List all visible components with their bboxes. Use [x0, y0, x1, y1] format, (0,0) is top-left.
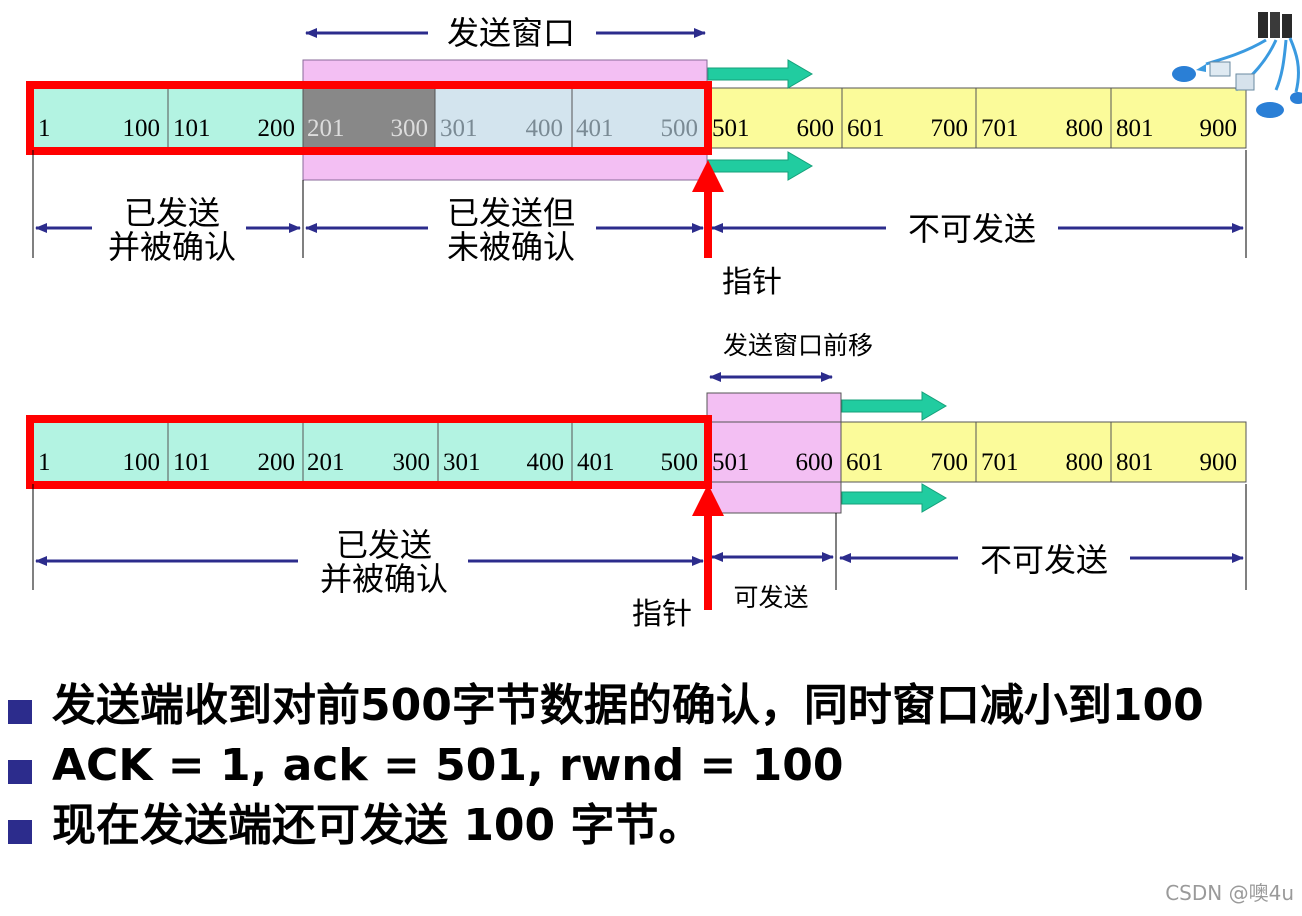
bullet-square-icon: [8, 760, 32, 784]
top-seg-start: 701: [981, 115, 1019, 142]
bottom-unsendable-label: 不可发送: [980, 541, 1108, 579]
top-seg-end: 800: [1066, 115, 1104, 142]
top-seg-end: 500: [661, 115, 699, 142]
bottom-red-highlight: [26, 415, 712, 489]
bullet-item: ACK = 1, ack = 501, rwnd = 100: [8, 740, 1298, 792]
bottom-seg-start: 301: [443, 449, 481, 476]
top-cell-701-800: [975, 87, 1112, 149]
bottom-seg-start: 501: [712, 449, 750, 476]
top-seg-end: 300: [391, 115, 429, 142]
top-green-arrow-upper: [707, 59, 813, 89]
bottom-seg-start: 701: [981, 449, 1019, 476]
bullet-text: 发送端收到对前500字节数据的确认，同时窗口减小到100: [52, 680, 1204, 731]
top-seg-start: 1: [38, 115, 51, 142]
bullet-item: 现在发送端还可发送 100 字节。: [8, 800, 1298, 852]
bottom-seg-end: 400: [527, 449, 565, 476]
bottom-seg-start: 1: [38, 449, 51, 476]
top-pointer-label: 指针: [722, 265, 782, 300]
top-cell-201-300: [302, 87, 436, 149]
top-window-label: 发送窗口: [447, 14, 575, 52]
bullet-text: ACK = 1, ack = 501, rwnd = 100: [52, 740, 844, 791]
top-cell-1-100: [32, 87, 169, 149]
bottom-pointer-label: 指针: [632, 597, 692, 632]
bottom-seg-start: 801: [1116, 449, 1154, 476]
top-seg-end: 200: [258, 115, 296, 142]
bottom-cell-101-200: [167, 421, 304, 483]
top-seg-start: 301: [440, 115, 478, 142]
top-seg-start: 601: [847, 115, 885, 142]
bullet-text: 现在发送端还可发送 100 字节。: [52, 800, 703, 851]
bottom-cell-801-900: [1110, 421, 1247, 483]
bottom-green-arrow-lower: [841, 483, 947, 513]
bottom-seg-end: 500: [661, 449, 699, 476]
top-cell-601-700: [841, 87, 977, 149]
top-unsendable-label: 不可发送: [908, 210, 1036, 248]
top-diagram: 1 100 101 200 201 300 301 400 401 500 50…: [26, 14, 1247, 300]
bottom-diagram: 1 100 101 200 201 300 301 400 401 500 50…: [26, 331, 1247, 632]
bottom-seg-start: 101: [173, 449, 211, 476]
top-red-highlight: [26, 81, 712, 155]
network-icon: [1172, 12, 1302, 118]
top-unacked-label-1: 已发送但: [447, 194, 575, 232]
top-acked-label-1: 已发送: [124, 194, 220, 232]
top-segment-labels: 1 100 101 200 201 300 301 400 401 500 50…: [38, 115, 1237, 142]
top-cell-501-600: [706, 87, 843, 149]
top-cell-801-900: [1110, 87, 1247, 149]
bullet-square-icon: [8, 700, 32, 724]
top-cell-301-400: [434, 87, 573, 149]
top-seg-start: 101: [173, 115, 211, 142]
top-seg-end: 900: [1200, 115, 1238, 142]
bullet-square-icon: [8, 820, 32, 844]
top-segments: [32, 87, 1247, 149]
bottom-cell-601-700: [840, 421, 977, 483]
bottom-segment-labels: 1 100 101 200 201 300 301 400 401 500 50…: [38, 449, 1237, 476]
bottom-seg-end: 900: [1200, 449, 1238, 476]
bottom-segments: [32, 421, 1247, 483]
top-seg-end: 600: [797, 115, 835, 142]
top-seg-start: 801: [1116, 115, 1154, 142]
sliding-window-diagram: 1 100 101 200 201 300 301 400 401 500 50…: [26, 12, 1302, 632]
bottom-seg-end: 800: [1066, 449, 1104, 476]
top-seg-end: 700: [931, 115, 969, 142]
bottom-seg-end: 300: [393, 449, 431, 476]
bottom-sendable-label: 可发送: [733, 583, 808, 612]
bullet-list: 发送端收到对前500字节数据的确认，同时窗口减小到100 ACK = 1, ac…: [8, 680, 1298, 852]
top-acked-label-2: 并被确认: [108, 228, 236, 266]
top-cell-401-500: [571, 87, 708, 149]
bottom-seg-end: 700: [931, 449, 969, 476]
bottom-cell-301-400: [437, 421, 573, 483]
bottom-green-arrow-upper: [841, 391, 947, 421]
top-pointer-arrow: [692, 160, 724, 258]
bottom-seg-start: 601: [846, 449, 884, 476]
bottom-seg-start: 401: [577, 449, 615, 476]
bottom-seg-end: 100: [123, 449, 161, 476]
bottom-seg-end: 200: [258, 449, 296, 476]
bottom-cell-501-600: [706, 421, 842, 483]
bottom-acked-label-1: 已发送: [336, 526, 432, 564]
bottom-seg-end: 600: [796, 449, 834, 476]
top-seg-end: 100: [123, 115, 161, 142]
bottom-pointer-arrow: [692, 484, 724, 610]
top-seg-start: 501: [712, 115, 750, 142]
top-seg-start: 401: [576, 115, 614, 142]
top-seg-end: 400: [526, 115, 564, 142]
bullet-item: 发送端收到对前500字节数据的确认，同时窗口减小到100: [8, 680, 1298, 732]
top-unacked-label-2: 未被确认: [447, 228, 575, 266]
watermark: CSDN @噢4u: [1165, 881, 1294, 905]
bottom-window-moved-label: 发送窗口前移: [723, 331, 873, 360]
top-green-arrow-lower: [707, 151, 813, 181]
bottom-acked-label-2: 并被确认: [320, 560, 448, 598]
bottom-cell-701-800: [975, 421, 1112, 483]
bottom-seg-start: 201: [307, 449, 345, 476]
top-seg-start: 201: [307, 115, 345, 142]
